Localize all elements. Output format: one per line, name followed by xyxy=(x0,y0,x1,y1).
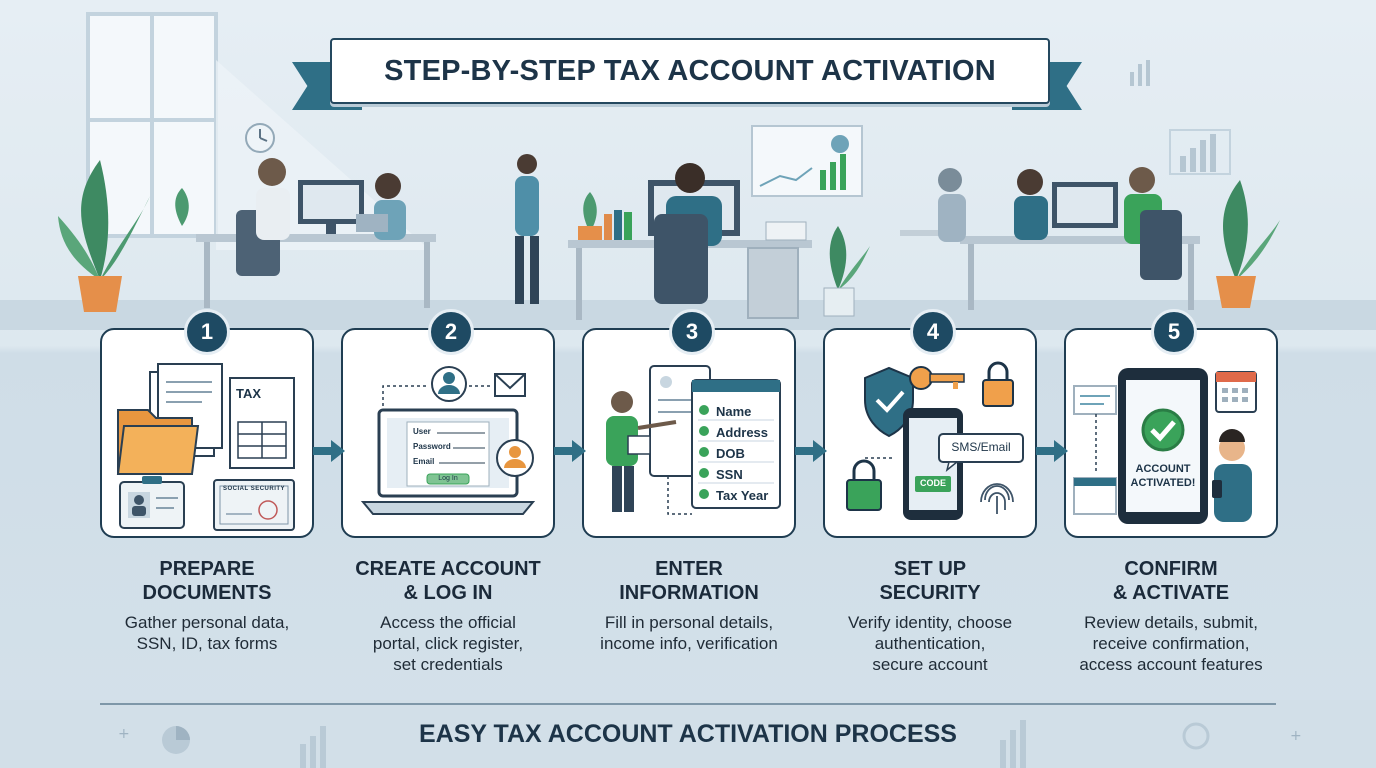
step-1-badge: 1 xyxy=(184,309,230,355)
step-5-description: Review details, submit, receive confirmat… xyxy=(1051,612,1291,675)
step-4-desc-line-1: Verify identity, choose xyxy=(847,613,1013,632)
arrow-right-icon xyxy=(313,440,345,462)
step-2-title-line-2: & LOG IN xyxy=(403,582,493,604)
username-field-label: User xyxy=(413,427,431,436)
arrow-right-icon xyxy=(1036,440,1068,462)
form-field-tax-year: Tax Year xyxy=(716,488,769,503)
step-1-desc-line-2: SSN, ID, tax forms xyxy=(136,634,278,653)
form-field-name: Name xyxy=(716,404,752,419)
step-1-desc-line-1: Gather personal data, xyxy=(124,613,290,632)
step-3-title-line-1: ENTER xyxy=(655,558,723,580)
step-5-title-line-1: CONFIRM xyxy=(1124,558,1218,580)
footer-decoration: + + xyxy=(118,720,1302,768)
step-5-title: CONFIRM& ACTIVATE xyxy=(1051,557,1291,605)
step-2-card: User Password Email Log In xyxy=(341,328,555,538)
office-background xyxy=(0,12,1376,330)
title-banner: STEP-BY-STEP TAX ACCOUNT ACTIVATION xyxy=(330,38,1050,104)
step-3-title-line-2: INFORMATION xyxy=(619,582,759,604)
activation-status-line-2: ACTIVATED! xyxy=(1130,477,1196,489)
login-button-label: Log In xyxy=(438,475,458,482)
plant-small-icon xyxy=(175,188,602,240)
step-2-desc-line-1: Access the official xyxy=(380,613,516,632)
form-entry-icon xyxy=(606,365,781,515)
step-5-desc-line-2: receive confirmation, xyxy=(1092,634,1250,653)
step-5-desc-line-1: Review details, submit, xyxy=(1084,613,1258,632)
password-field-label: Password xyxy=(413,442,451,451)
tax-form-label: TAX xyxy=(236,386,262,401)
activation-status-line-1: ACCOUNT xyxy=(1135,463,1191,475)
footer-divider xyxy=(100,703,1276,705)
plant-left-icon xyxy=(58,160,150,312)
email-field-label: Email xyxy=(413,457,435,466)
page-title: STEP-BY-STEP TAX ACCOUNT ACTIVATION xyxy=(384,54,996,87)
step-2-badge: 2 xyxy=(428,309,474,355)
step-5-card: ACCOUNT ACTIVATED! xyxy=(1064,328,1278,538)
step-4-card: SMS/Email CODE xyxy=(823,328,1037,538)
step-2-desc-line-3: set credentials xyxy=(393,655,503,674)
step-1-title-line-1: PREPARE xyxy=(159,558,255,580)
step-1-card: TAX SOCIAL SECURITY xyxy=(100,328,314,538)
step-1-title-line-2: DOCUMENTS xyxy=(142,582,272,604)
step-2-title-line-1: CREATE ACCOUNT xyxy=(355,558,541,580)
plant-center-icon xyxy=(823,226,870,317)
step-4-badge: 4 xyxy=(910,309,956,355)
footer-title: EASY TAX ACCOUNT ACTIVATION PROCESS xyxy=(418,720,957,748)
step-5-badge: 5 xyxy=(1151,309,1197,355)
step-5-desc-line-3: access account features xyxy=(1079,655,1263,674)
step-2-description: Access the official portal, click registe… xyxy=(328,612,568,675)
plant-right-icon xyxy=(1216,180,1280,308)
step-4-desc-line-3: secure account xyxy=(872,655,988,674)
step-2-title: CREATE ACCOUNT& LOG IN xyxy=(328,557,568,605)
form-field-ssn: SSN xyxy=(716,467,743,482)
document-stack-icon xyxy=(116,363,295,531)
step-5-title-line-2: & ACTIVATE xyxy=(1112,582,1230,604)
laptop-login-icon xyxy=(360,366,536,515)
arrow-right-icon xyxy=(554,440,586,462)
arrow-right-icon xyxy=(795,440,827,462)
svg-text:+: + xyxy=(118,726,130,742)
step-1-description: Gather personal data, SSN, ID, tax forms xyxy=(87,612,327,654)
step-4-desc-line-2: authentication, xyxy=(874,634,986,653)
account-activated-icon xyxy=(1073,368,1257,524)
step-2-desc-line-2: portal, click register, xyxy=(372,634,524,653)
social-security-card-label: SOCIAL SECURITY xyxy=(222,486,286,492)
activation-status: ACCOUNT ACTIVATED! xyxy=(1126,462,1200,490)
form-field-address: Address xyxy=(716,425,769,440)
footer-band xyxy=(0,700,1376,768)
step-3-card: Name Address DOB SSN Tax Year xyxy=(582,328,796,538)
step-3-description: Fill in personal details, income info, ve… xyxy=(569,612,809,654)
step-3-desc-line-2: income info, verification xyxy=(600,634,778,653)
step-4-description: Verify identity, choose authentication, se… xyxy=(810,612,1050,675)
step-4-title-line-2: SECURITY xyxy=(879,582,981,604)
verification-code-label: CODE xyxy=(919,478,946,488)
step-3-desc-line-1: Fill in personal details, xyxy=(604,613,774,632)
step-4-title-line-1: SET UP xyxy=(893,558,967,580)
svg-text:+: + xyxy=(1290,728,1302,744)
step-3-badge: 3 xyxy=(669,309,715,355)
security-setup-icon xyxy=(846,361,1024,520)
sms-email-bubble-label: SMS/Email xyxy=(951,440,1011,454)
form-field-dob: DOB xyxy=(716,446,745,461)
